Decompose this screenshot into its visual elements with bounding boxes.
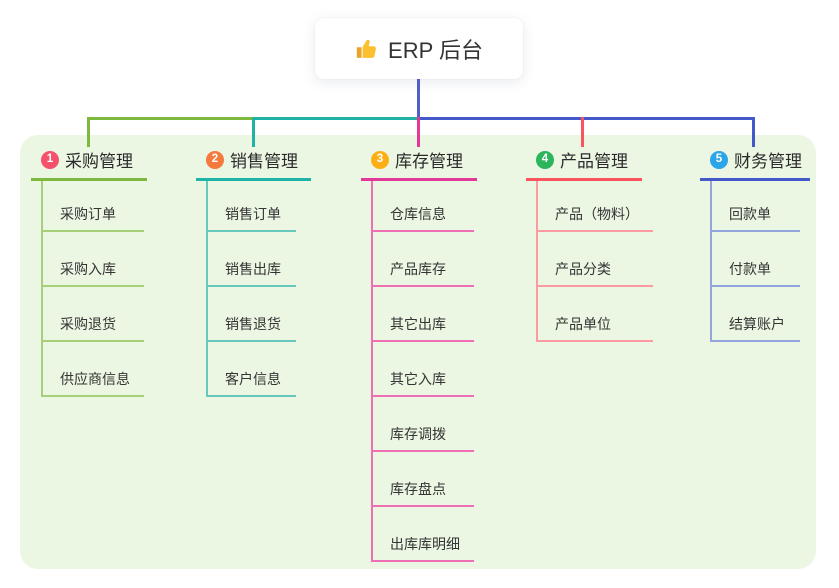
branch-node-sales[interactable]: 2 销售管理	[196, 147, 311, 181]
branch-number-badge: 3	[371, 150, 389, 169]
leaf-node[interactable]: 出库库明细	[373, 507, 474, 562]
drop-connector-finance	[752, 117, 755, 147]
leaf-node[interactable]: 结算账户	[712, 287, 800, 342]
leaf-node[interactable]: 采购入库	[43, 232, 144, 287]
branch-purchase: 1 采购管理 采购订单 采购入库 采购退货 供应商信息	[31, 147, 147, 397]
leaf-node[interactable]: 采购订单	[43, 181, 144, 232]
branch-sales: 2 销售管理 销售订单 销售出库 销售退货 客户信息	[196, 147, 311, 397]
branch-node-finance[interactable]: 5 财务管理	[700, 147, 810, 181]
branch-children-purchase: 采购订单 采购入库 采购退货 供应商信息	[41, 181, 144, 397]
leaf-node[interactable]: 销售订单	[208, 181, 296, 232]
branch-number-badge: 4	[536, 150, 554, 169]
branch-finance: 5 财务管理 回款单 付款单 结算账户	[700, 147, 810, 342]
branch-inventory: 3 库存管理 仓库信息 产品库存 其它出库 其它入库 库存调拨 库存盘点 出库库…	[361, 147, 477, 562]
branch-children-inventory: 仓库信息 产品库存 其它出库 其它入库 库存调拨 库存盘点 出库库明细	[371, 181, 474, 562]
root-title: ERP 后台	[388, 37, 483, 63]
leaf-node[interactable]: 采购退货	[43, 287, 144, 342]
branch-children-finance: 回款单 付款单 结算账户	[710, 181, 800, 342]
leaf-node[interactable]: 客户信息	[208, 342, 296, 397]
root-node[interactable]: ERP 后台	[315, 18, 523, 79]
branch-number-badge: 2	[206, 150, 224, 169]
branch-title: 产品管理	[560, 152, 628, 171]
branch-number-badge: 5	[710, 150, 728, 169]
drop-connector-product	[581, 117, 584, 147]
branch-title: 财务管理	[734, 152, 802, 171]
leaf-node[interactable]: 其它出库	[373, 287, 474, 342]
drop-connector-sales	[252, 117, 255, 147]
leaf-node[interactable]: 仓库信息	[373, 181, 474, 232]
leaf-node[interactable]: 供应商信息	[43, 342, 144, 397]
leaf-node[interactable]: 产品分类	[538, 232, 653, 287]
thumbs-up-icon	[355, 37, 379, 61]
leaf-node[interactable]: 回款单	[712, 181, 800, 232]
branch-node-inventory[interactable]: 3 库存管理	[361, 147, 477, 181]
bus-segment-sales	[252, 117, 420, 120]
branch-title: 采购管理	[65, 152, 133, 171]
branch-title: 库存管理	[395, 152, 463, 171]
root-connector	[417, 79, 420, 120]
branch-title: 销售管理	[230, 152, 298, 171]
leaf-node[interactable]: 产品库存	[373, 232, 474, 287]
leaf-node[interactable]: 销售退货	[208, 287, 296, 342]
leaf-node[interactable]: 产品单位	[538, 287, 653, 342]
branch-number-badge: 1	[41, 150, 59, 169]
drop-connector-inventory	[417, 117, 420, 147]
bus-segment-purchase	[87, 117, 254, 120]
leaf-node[interactable]: 其它入库	[373, 342, 474, 397]
branch-node-product[interactable]: 4 产品管理	[526, 147, 642, 181]
leaf-node[interactable]: 库存调拨	[373, 397, 474, 452]
drop-connector-purchase	[87, 117, 90, 147]
branch-children-product: 产品（物料） 产品分类 产品单位	[536, 181, 653, 342]
leaf-node[interactable]: 库存盘点	[373, 452, 474, 507]
bus-segment-finance	[417, 117, 755, 120]
mindmap-background-panel	[20, 135, 816, 569]
leaf-node[interactable]: 付款单	[712, 232, 800, 287]
leaf-node[interactable]: 销售出库	[208, 232, 296, 287]
leaf-node[interactable]: 产品（物料）	[538, 181, 653, 232]
branch-children-sales: 销售订单 销售出库 销售退货 客户信息	[206, 181, 296, 397]
branch-node-purchase[interactable]: 1 采购管理	[31, 147, 147, 181]
branch-product: 4 产品管理 产品（物料） 产品分类 产品单位	[526, 147, 653, 342]
